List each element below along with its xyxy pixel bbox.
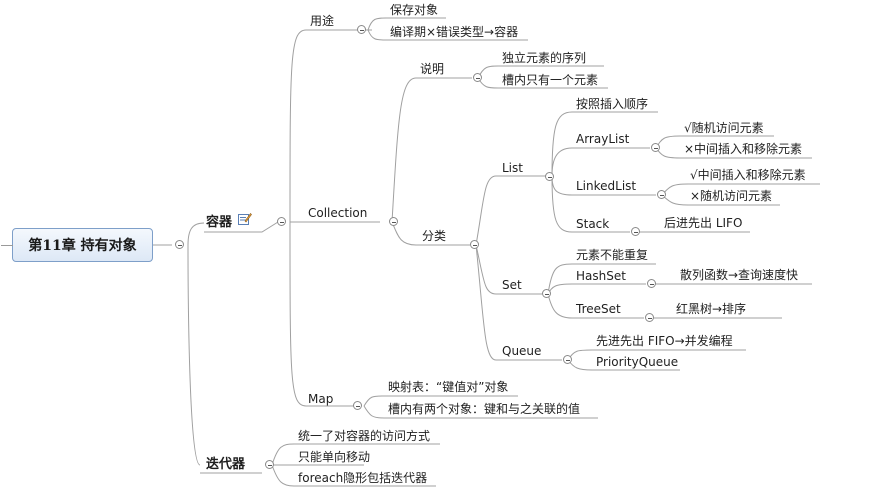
leaf-linkedlist-0[interactable]: √中间插入和移除元素 [690, 168, 806, 182]
collapse-toggle-rongqi[interactable] [277, 217, 286, 226]
collapse-toggle-collection[interactable] [389, 217, 398, 226]
leaf-treeset[interactable]: 红黑树→排序 [676, 302, 747, 316]
collapse-toggle-yongtu[interactable] [357, 25, 366, 34]
leaf-map-0[interactable]: 映射表：“键值对”对象 [388, 380, 509, 394]
topic-shuoming[interactable]: 说明 [420, 62, 445, 76]
leaf-shuoming-1[interactable]: 槽内只有一个元素 [502, 73, 599, 87]
collapse-toggle-queue[interactable] [563, 355, 572, 364]
topic-yongtu[interactable]: 用途 [310, 14, 335, 28]
leaf-linkedlist-1[interactable]: ×随机访问元素 [690, 189, 773, 203]
collapse-toggle-diedaiqi[interactable] [265, 460, 274, 469]
leaf-map-1[interactable]: 槽内有两个对象：键和与之关联的值 [388, 402, 581, 416]
topic-queue[interactable]: Queue [502, 344, 542, 358]
collapse-toggle-shuoming[interactable] [473, 73, 482, 82]
leaf-diedaiqi-2[interactable]: foreach隐形包括迭代器 [298, 471, 428, 485]
leaf-queue-1[interactable]: PriorityQueue [596, 355, 679, 369]
leaf-diedaiqi-1[interactable]: 只能单向移动 [298, 450, 371, 464]
collapse-toggle-set[interactable] [542, 289, 551, 298]
collapse-toggle-arraylist[interactable] [651, 143, 660, 152]
leaf-stack[interactable]: 后进先出 LIFO [664, 216, 743, 230]
topic-set[interactable]: Set [502, 278, 522, 292]
topic-treeset[interactable]: TreeSet [576, 302, 621, 316]
topic-collection[interactable]: Collection [308, 206, 368, 220]
leaf-yongtu-1[interactable]: 编译期×错误类型→容器 [390, 25, 519, 39]
collapse-toggle-stack[interactable] [631, 227, 640, 236]
root-topic[interactable]: 第11章 持有对象 [1, 228, 153, 262]
leaf-shuoming-0[interactable]: 独立元素的序列 [502, 51, 587, 65]
topic-fenlei[interactable]: 分类 [422, 229, 447, 243]
collapse-toggle-treeset[interactable] [645, 313, 654, 322]
collapse-toggle-root[interactable] [175, 240, 184, 249]
note-icon[interactable] [238, 212, 252, 225]
collapse-toggle-list[interactable] [545, 172, 554, 181]
leaf-set-note[interactable]: 元素不能重复 [576, 248, 649, 262]
topic-hashset[interactable]: HashSet [576, 269, 626, 283]
leaf-diedaiqi-0[interactable]: 统一了对容器的访问方式 [298, 429, 431, 443]
topic-arraylist[interactable]: ArrayList [576, 132, 630, 146]
leaf-arraylist-0[interactable]: √随机访问元素 [684, 121, 764, 135]
root-topic-label: 第11章 持有对象 [28, 238, 137, 254]
topic-stack[interactable]: Stack [576, 217, 610, 231]
collapse-toggle-linkedlist[interactable] [657, 190, 666, 199]
leaf-queue-0[interactable]: 先进先出 FIFO→并发编程 [596, 334, 733, 348]
collapse-toggle-map[interactable] [353, 401, 362, 410]
topic-rongqi[interactable]: 容器 [206, 215, 233, 230]
leaf-yongtu-0[interactable]: 保存对象 [390, 3, 439, 17]
collapse-toggle-fenlei[interactable] [470, 240, 479, 249]
leaf-list-note[interactable]: 按照插入顺序 [576, 97, 649, 111]
topic-diedaiqi[interactable]: 迭代器 [206, 457, 246, 472]
topic-linkedlist[interactable]: LinkedList [576, 179, 637, 193]
collapse-toggle-hashset[interactable] [647, 279, 656, 288]
topic-map[interactable]: Map [308, 392, 334, 406]
leaf-arraylist-1[interactable]: ×中间插入和移除元素 [684, 142, 803, 156]
leaf-hashset[interactable]: 散列函数→查询速度快 [680, 268, 799, 282]
topic-list[interactable]: List [502, 161, 523, 175]
